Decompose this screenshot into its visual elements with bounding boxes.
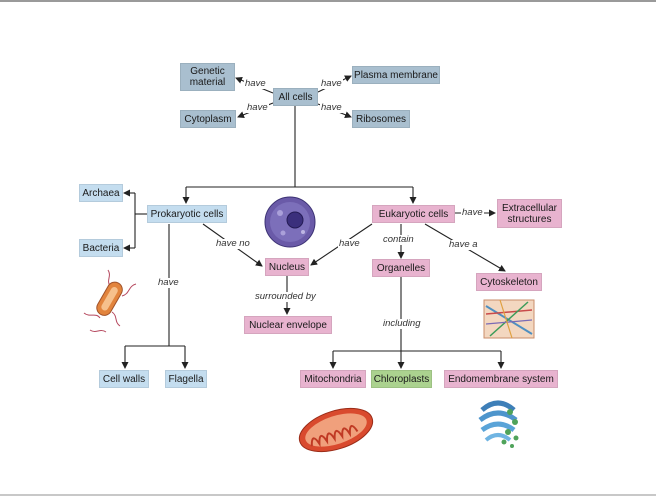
node-archaea: Archaea — [79, 184, 123, 202]
node-prokaryotic-cells: Prokaryotic cells — [147, 205, 227, 223]
label-have-extracellular: have — [461, 207, 484, 218]
node-nuclear-envelope: Nuclear envelope — [244, 316, 332, 334]
label-have-nucleus: have — [338, 238, 361, 249]
node-all-cells: All cells — [273, 88, 318, 106]
node-ribosomes: Ribosomes — [352, 110, 410, 128]
node-endomembrane-system: Endomembrane system — [444, 370, 558, 388]
label-have-plasma: have — [320, 78, 343, 89]
node-cytoplasm: Cytoplasm — [180, 110, 236, 128]
node-organelles: Organelles — [372, 259, 430, 277]
animal-cell-icon — [264, 196, 316, 248]
node-nucleus: Nucleus — [265, 258, 309, 276]
label-surrounded-by: surrounded by — [254, 291, 317, 302]
label-have-cytoplasm: have — [246, 102, 269, 113]
mitochondrion-icon — [298, 407, 374, 453]
golgi-apparatus-icon — [478, 400, 519, 448]
label-have-a: have a — [448, 239, 479, 250]
label-have-genetic: have — [244, 78, 267, 89]
label-have-ribosomes: have — [320, 102, 343, 113]
label-have-prokaryotic: have — [157, 277, 180, 288]
node-cytoskeleton: Cytoskeleton — [476, 273, 542, 291]
label-contain: contain — [382, 234, 415, 245]
node-chloroplasts: Chloroplasts — [371, 370, 432, 388]
label-including: including — [382, 318, 422, 329]
node-flagella: Flagella — [165, 370, 207, 388]
bottom-divider — [0, 494, 656, 496]
node-extracellular-structures: Extracellular structures — [497, 199, 562, 228]
label-have-no: have no — [215, 238, 251, 249]
node-eukaryotic-cells: Eukaryotic cells — [372, 205, 455, 223]
cytoskeleton-icon — [483, 299, 535, 339]
bacterium-icon — [83, 269, 137, 333]
node-mitochondria: Mitochondria — [300, 370, 366, 388]
node-cell-walls: Cell walls — [99, 370, 149, 388]
top-divider — [0, 0, 656, 2]
node-genetic-material: Genetic material — [180, 63, 235, 91]
node-bacteria: Bacteria — [79, 239, 123, 257]
node-plasma-membrane: Plasma membrane — [352, 66, 440, 84]
